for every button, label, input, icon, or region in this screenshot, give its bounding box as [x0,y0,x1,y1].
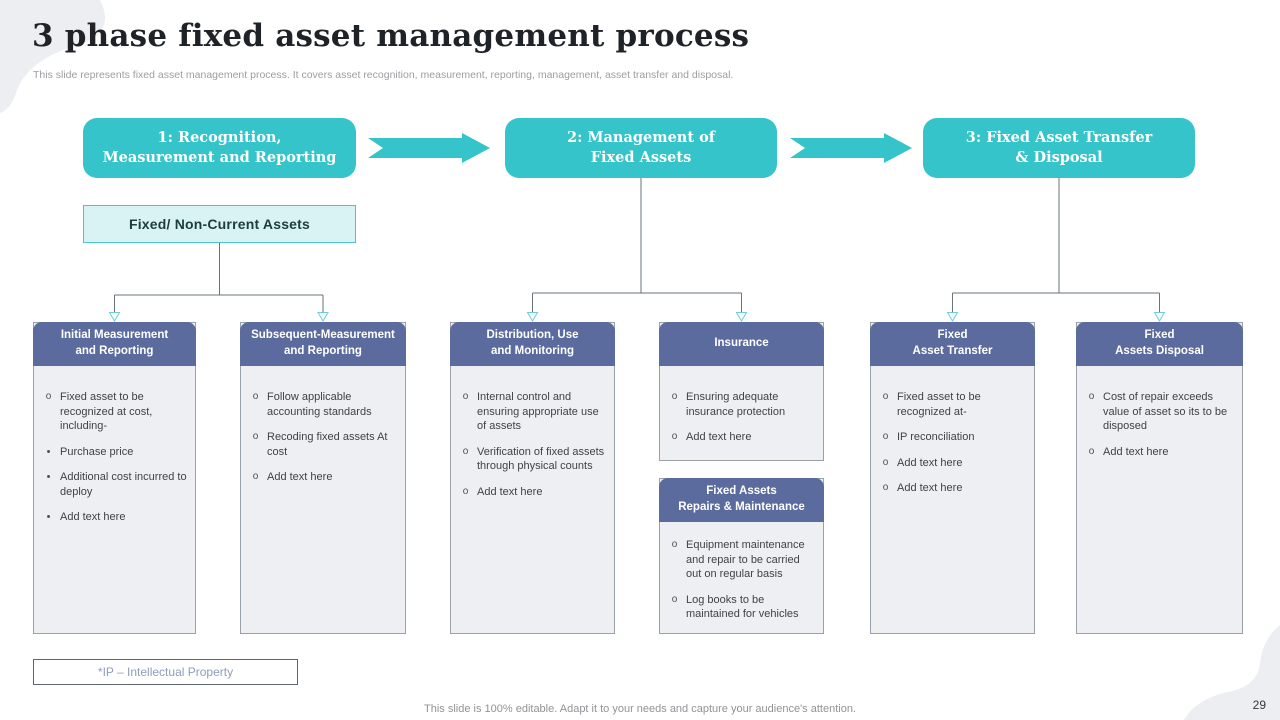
page-title: 3 phase fixed asset management process [32,18,750,54]
bullet-item: o Follow applicable accounting standards [244,390,400,419]
bullet-marker: o [252,431,259,443]
bullet-item: o Recoding fixed assets At cost [244,430,400,459]
card-bullet-list: o Internal control and ensuring appropria… [451,366,614,507]
bullet-marker: o [882,391,889,402]
bullet-marker: o [1088,391,1095,402]
bullet-item: o Add text here [874,456,1029,471]
card-bullet-list: o Cost of repair exceeds value of asset s… [1077,366,1242,467]
phase-box-1: 1: Recognition,Measurement and Reporting [83,118,356,178]
card-insurance: Insurance o Ensuring adequate insurance p… [659,322,824,461]
phase-box-3: 3: Fixed Asset Transfer& Disposal [923,118,1195,178]
page-subtitle: This slide represents fixed asset manage… [33,69,734,81]
bullet-text: Add text here [897,482,963,495]
bullet-item: o Log books to be maintained for vehicles [663,593,818,622]
bullet-marker: o [1088,445,1095,457]
bullet-item: o Cost of repair exceeds value of asset s… [1080,390,1237,434]
bullet-text: Recoding fixed assets At cost [267,431,388,458]
bullet-item: • Add text here [37,510,190,525]
bullet-marker: o [252,471,259,483]
card-title: Insurance [659,322,824,366]
bullet-text: Add text here [1103,445,1169,458]
bullet-item: o IP reconciliation [874,430,1029,445]
card-bullet-list: o Equipment maintenance and repair to be … [660,522,823,630]
bullet-marker: • [46,471,51,484]
bullet-text: Add text here [60,511,126,524]
bullet-item: • Additional cost incurred to deploy [37,470,190,499]
bullet-item: o Equipment maintenance and repair to be … [663,538,818,582]
bullet-text: Ensuring adequate insurance protection [686,391,786,418]
bullet-text: Verification of fixed assets through phy… [477,445,605,473]
bullet-text: Cost of repair exceeds value of asset so… [1103,391,1228,433]
card-bullet-list: o Fixed asset to be recognized at cost, i… [34,366,195,533]
bullet-text: Purchase price [60,445,134,458]
bullet-item: o Fixed asset to be recognized at- [874,390,1029,419]
bullet-marker: o [671,391,678,402]
bullet-marker: • [46,445,51,458]
bullet-marker: o [252,391,259,402]
bullet-marker: o [671,593,678,605]
bullet-item: o Add text here [663,430,818,445]
card-bullet-list: o Fixed asset to be recognized at-o IP rec… [871,366,1034,504]
bullet-item: • Purchase price [37,445,190,460]
bullet-marker: o [671,539,678,550]
page-number: 29 [1252,698,1266,712]
bullet-marker: o [462,391,469,402]
bullet-item: o Verification of fixed assets through ph… [454,445,609,474]
bullet-marker: o [462,485,469,497]
asset-category-box: Fixed/ Non-Current Assets [83,205,356,243]
bullet-marker: o [882,456,889,468]
bullet-text: Fixed asset to be recognized at cost, in… [60,391,153,433]
flow-arrow-icon [368,133,490,163]
bullet-marker: • [46,511,51,524]
bullet-text: Internal control and ensuring appropriat… [477,391,599,433]
editable-note: This slide is 100% editable. Adapt it to… [424,703,856,715]
bullet-text: Follow applicable accounting standards [267,391,372,418]
bullet-marker: o [462,445,469,457]
bullet-text: Add text here [897,456,963,469]
bullet-text: Log books to be maintained for vehicles [686,593,799,621]
bullet-item: o Ensuring adequate insurance protection [663,390,818,419]
flow-arrow-icon [790,133,912,163]
bullet-marker: o [882,482,889,494]
bullet-item: o Add text here [244,470,400,485]
bullet-item: o Fixed asset to be recognized at cost, i… [37,390,190,434]
bullet-marker: o [45,391,52,402]
bullet-text: Additional cost incurred to deploy [60,471,187,498]
bullet-marker: o [671,431,678,443]
bullet-item: o Internal control and ensuring appropria… [454,390,609,434]
bullet-text: Add text here [686,431,752,444]
bullet-text: IP reconciliation [897,431,975,444]
bullet-text: Add text here [267,471,333,484]
bullet-marker: o [882,431,889,443]
bullet-text: Fixed asset to be recognized at- [897,391,981,418]
bullet-text: Add text here [477,485,543,498]
bullet-item: o Add text here [454,485,609,500]
bullet-item: o Add text here [1080,445,1237,460]
ip-footnote-box: *IP – Intellectual Property [33,659,298,685]
bullet-item: o Add text here [874,481,1029,496]
bullet-text: Equipment maintenance and repair to be c… [686,539,805,581]
